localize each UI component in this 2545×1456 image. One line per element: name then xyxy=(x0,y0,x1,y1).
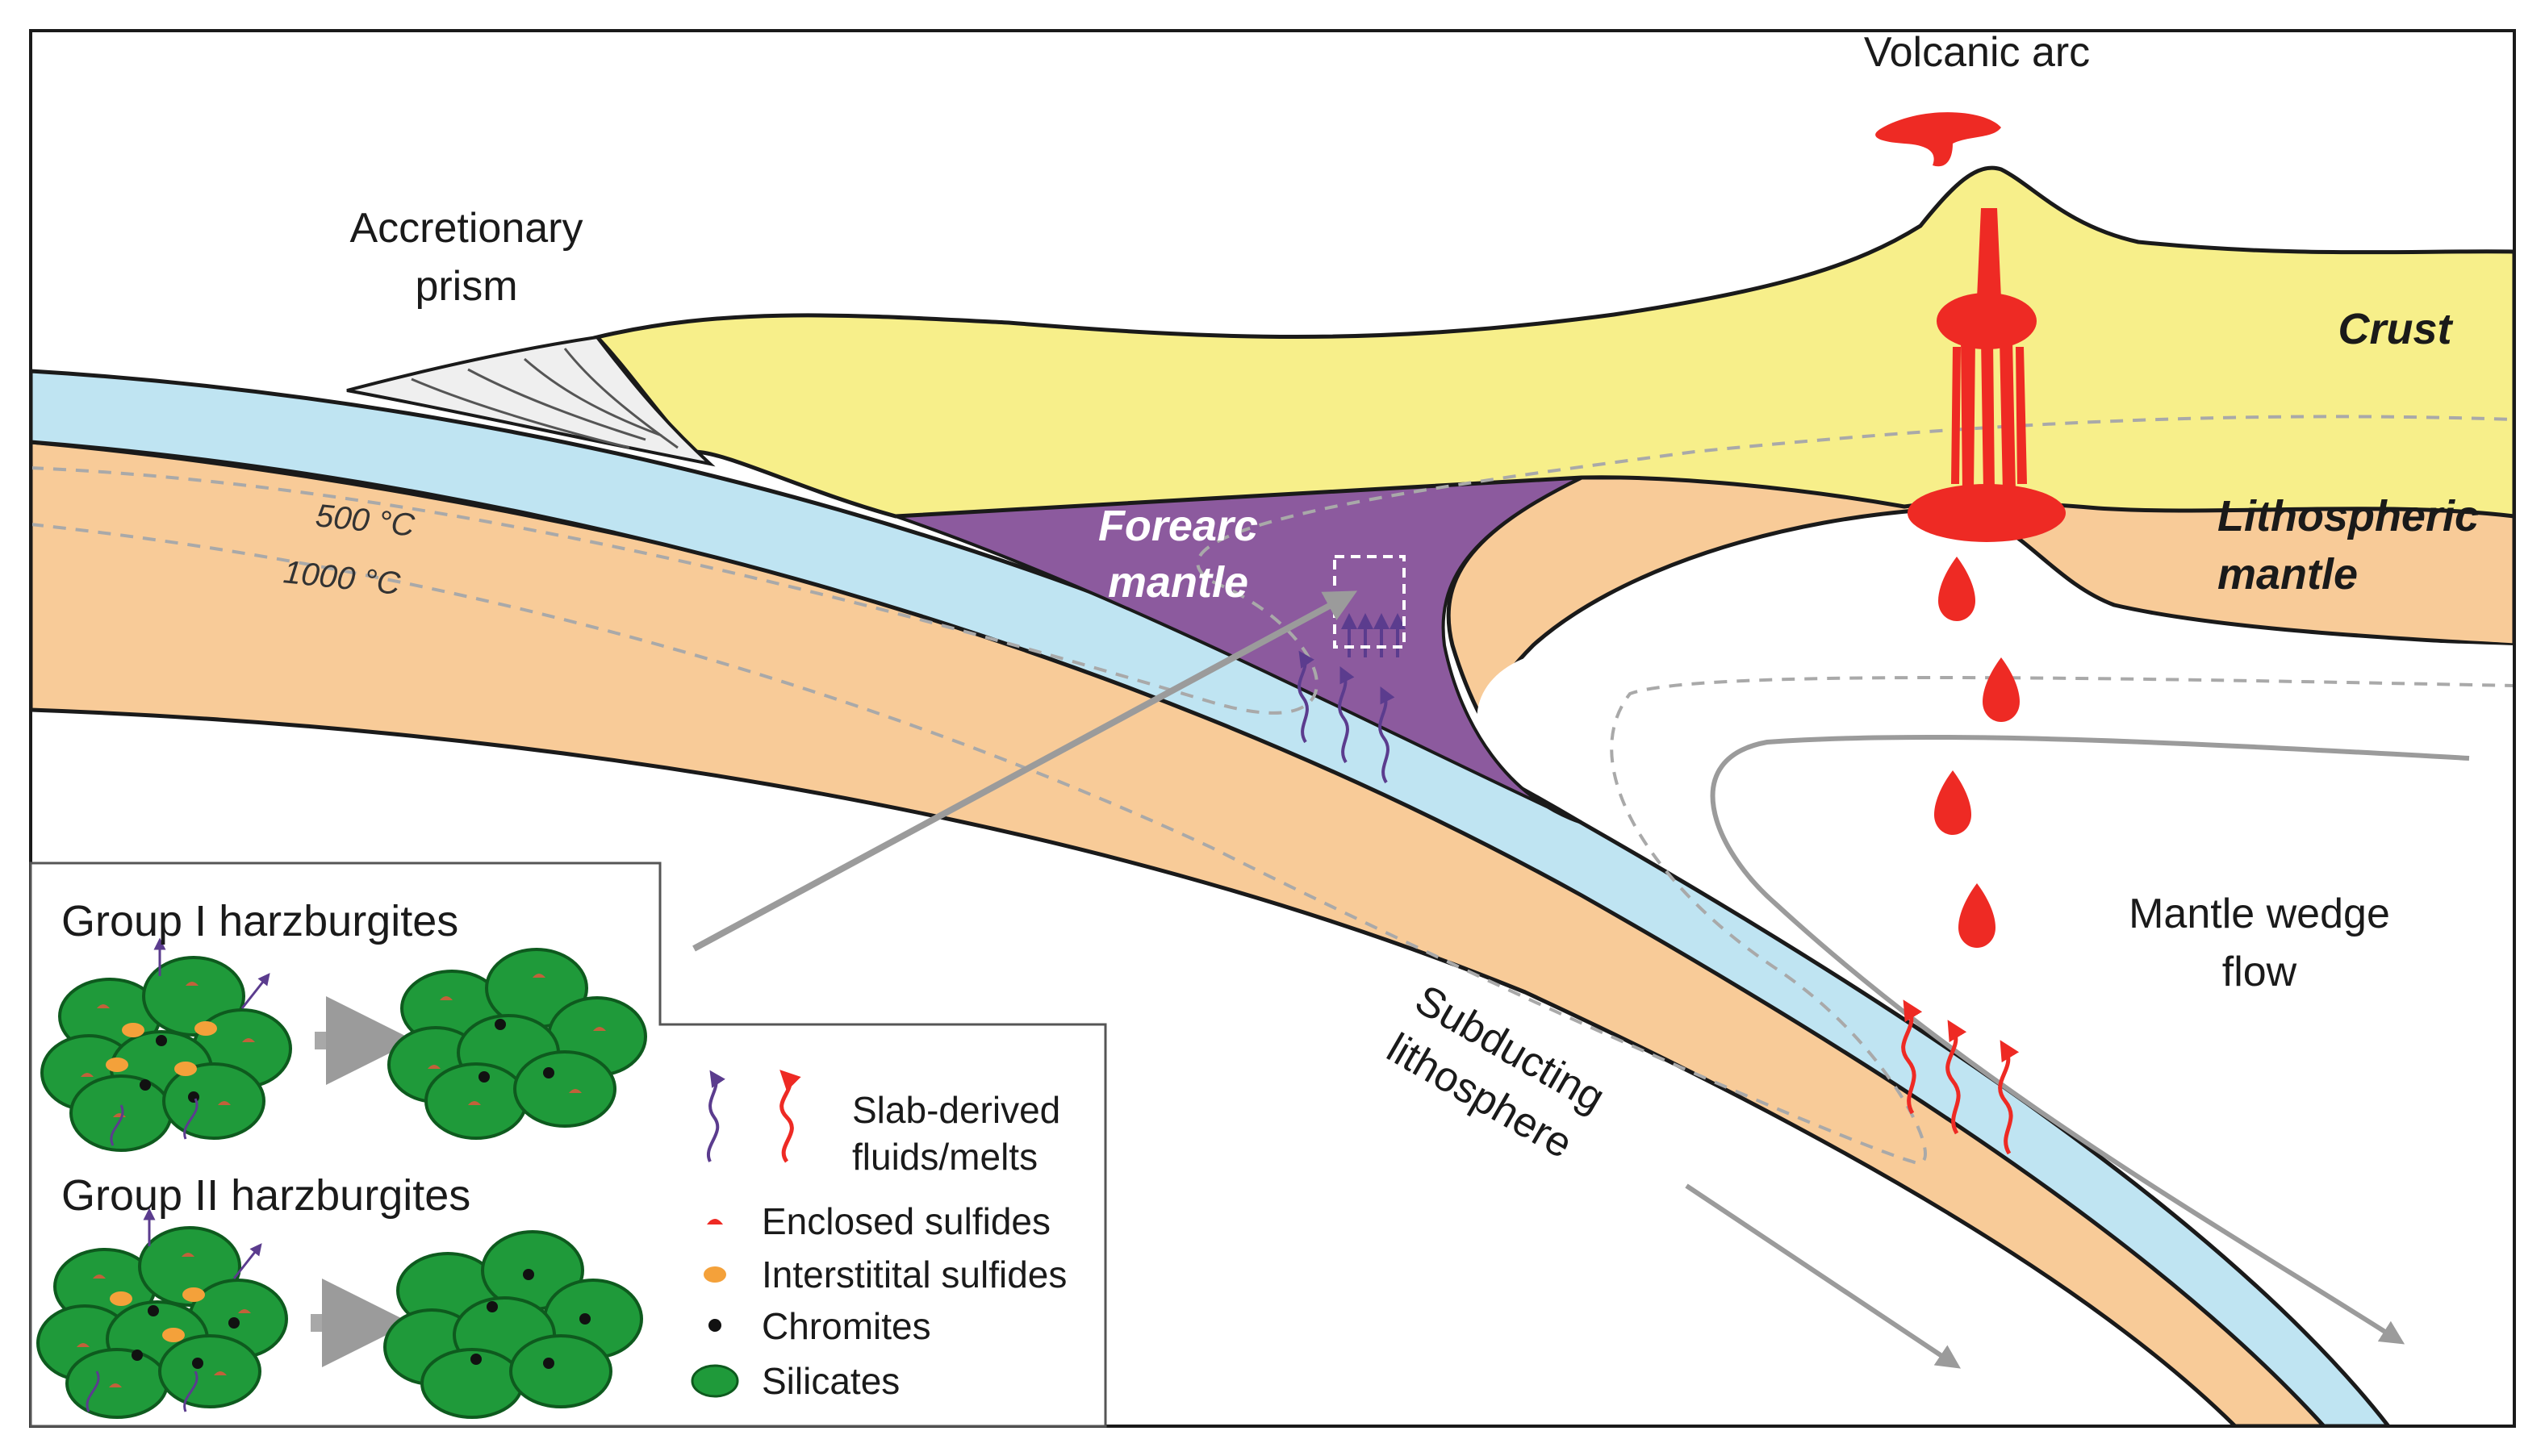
melt-droplet-2 xyxy=(1983,657,2020,722)
group2-before-grains xyxy=(36,1208,288,1419)
inset-group1-title: Group I harzburgites xyxy=(61,897,458,945)
isotherm-1000 xyxy=(31,523,2514,1165)
legend-interstitial-sulfides: Interstitital sulfides xyxy=(762,1254,1067,1295)
label-accretionary-prism-line2: prism xyxy=(415,263,517,310)
inset-panel xyxy=(29,862,1107,1428)
legend-purple-fluid-icon xyxy=(707,1070,725,1162)
forearc-mantle-region xyxy=(895,476,1582,824)
slab-motion-arrow xyxy=(1685,1183,1961,1369)
legend-enclosed-sulfide-icon xyxy=(707,1219,723,1224)
label-mantle-wedge-flow-line1: Mantle wedge xyxy=(2129,891,2390,937)
label-forearc-mantle-line1: Forearc xyxy=(1098,502,1258,550)
prism-thrust-lines xyxy=(411,348,679,449)
melt-droplet-4 xyxy=(1958,883,1995,948)
legend-chromite-icon xyxy=(708,1319,721,1332)
label-forearc-mantle-line2: mantle xyxy=(1108,558,1248,607)
legend-silicates: Silicates xyxy=(762,1360,900,1402)
lower-magma-chamber xyxy=(1908,484,2066,542)
legend-interstitial-sulfide-icon xyxy=(704,1266,726,1283)
legend-red-fluid-icon xyxy=(779,1070,801,1163)
mantle-wedge-flow-line xyxy=(1710,734,2470,1345)
group2-after-grains xyxy=(383,1230,643,1419)
legend-symbols xyxy=(691,1070,801,1398)
label-mantle-wedge-flow-line2: flow xyxy=(2222,949,2297,995)
magma-system xyxy=(1875,112,2066,948)
legend-silicate-icon xyxy=(691,1364,739,1398)
label-lithospheric-mantle-line1: Lithospheric xyxy=(2217,492,2479,540)
label-crust: Crust xyxy=(2338,305,2453,353)
label-lithospheric-mantle-line2: mantle xyxy=(2217,550,2358,599)
melt-droplet-3 xyxy=(1934,770,1971,835)
legend-enclosed-sulfides: Enclosed sulfides xyxy=(762,1200,1051,1242)
legend-fluids-line2: fluids/melts xyxy=(852,1136,1038,1178)
red-fluids xyxy=(1901,999,2020,1155)
lithospheric-mantle-region xyxy=(896,475,2514,833)
slab-crust-region xyxy=(31,369,2392,1426)
volcanic-conduit xyxy=(1977,208,2001,298)
mantle-wedge-region xyxy=(1477,607,2514,1426)
label-accretionary-prism-line1: Accretionary xyxy=(350,205,583,252)
group1-after-grains xyxy=(387,948,647,1140)
figure-frame xyxy=(29,29,2516,1428)
eruption-plume xyxy=(1875,112,2001,167)
magma-columns xyxy=(1951,339,2027,492)
legend-chromites: Chromites xyxy=(762,1305,931,1347)
upper-magma-chamber xyxy=(1937,293,2037,349)
inset-group2-title: Group II harzburgites xyxy=(61,1171,470,1220)
crust-region xyxy=(593,165,2514,519)
melt-droplet-1 xyxy=(1938,557,1975,621)
legend-fluids-line1: Slab-derived xyxy=(852,1089,1060,1131)
inset-pointer-arrow xyxy=(692,590,1358,952)
group1-before-grains xyxy=(40,937,292,1152)
label-volcanic-arc: Volcanic arc xyxy=(1864,29,2090,76)
purple-fluids xyxy=(1298,613,1406,784)
